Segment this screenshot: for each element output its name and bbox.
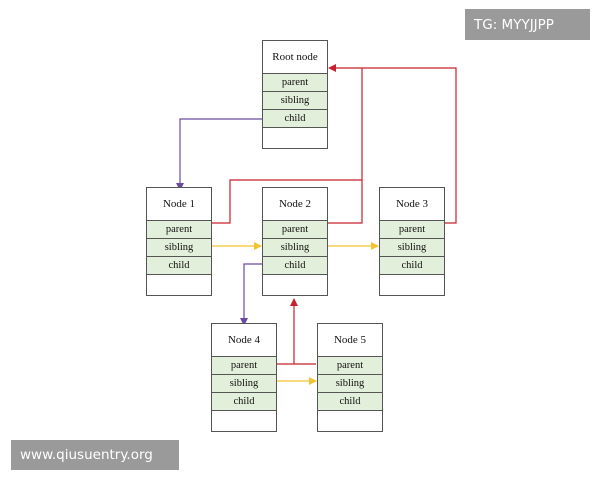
node-title: Node 1 (147, 188, 211, 221)
node-title: Node 3 (380, 188, 444, 221)
child-field: child (318, 393, 382, 411)
parent-field: parent (147, 221, 211, 239)
node-4: Node 4 parent sibling child (211, 323, 277, 432)
watermark-top: TG: MYYJJPP (465, 9, 590, 40)
child-field: child (263, 110, 327, 128)
node-footer (263, 128, 327, 148)
sibling-field: sibling (318, 375, 382, 393)
child-field: child (263, 257, 327, 275)
child-field: child (147, 257, 211, 275)
child-field: child (212, 393, 276, 411)
parent-field: parent (380, 221, 444, 239)
node-footer (380, 275, 444, 295)
node-footer (147, 275, 211, 295)
parent-field: parent (263, 74, 327, 92)
node-footer (212, 411, 276, 431)
sibling-field: sibling (380, 239, 444, 257)
sibling-field: sibling (212, 375, 276, 393)
edge-node1-parent-to-root (212, 64, 363, 224)
node-title: Node 5 (318, 324, 382, 357)
node-footer (263, 275, 327, 295)
edge-node3-parent-to-root (362, 67, 457, 224)
root-node: Root node parent sibling child (262, 40, 328, 149)
node-title: Node 2 (263, 188, 327, 221)
parent-field: parent (318, 357, 382, 375)
edge-node2-child-to-node4 (240, 263, 262, 326)
node-2: Node 2 parent sibling child (262, 187, 328, 296)
child-field: child (380, 257, 444, 275)
parent-field: parent (263, 221, 327, 239)
node-1: Node 1 parent sibling child (146, 187, 212, 296)
sibling-field: sibling (263, 239, 327, 257)
watermark-bottom: www.qiusuentry.org (11, 440, 179, 470)
node-title: Node 4 (212, 324, 276, 357)
node-title: Root node (263, 41, 327, 74)
sibling-field: sibling (263, 92, 327, 110)
sibling-field: sibling (147, 239, 211, 257)
node-3: Node 3 parent sibling child (379, 187, 445, 296)
edge-root-child-to-node1 (176, 118, 262, 191)
edge-node2-parent-to-root (327, 180, 363, 224)
node-footer (318, 411, 382, 431)
node-5: Node 5 parent sibling child (317, 323, 383, 432)
parent-field: parent (212, 357, 276, 375)
edge-node4-parent-to-node2 (277, 298, 298, 365)
